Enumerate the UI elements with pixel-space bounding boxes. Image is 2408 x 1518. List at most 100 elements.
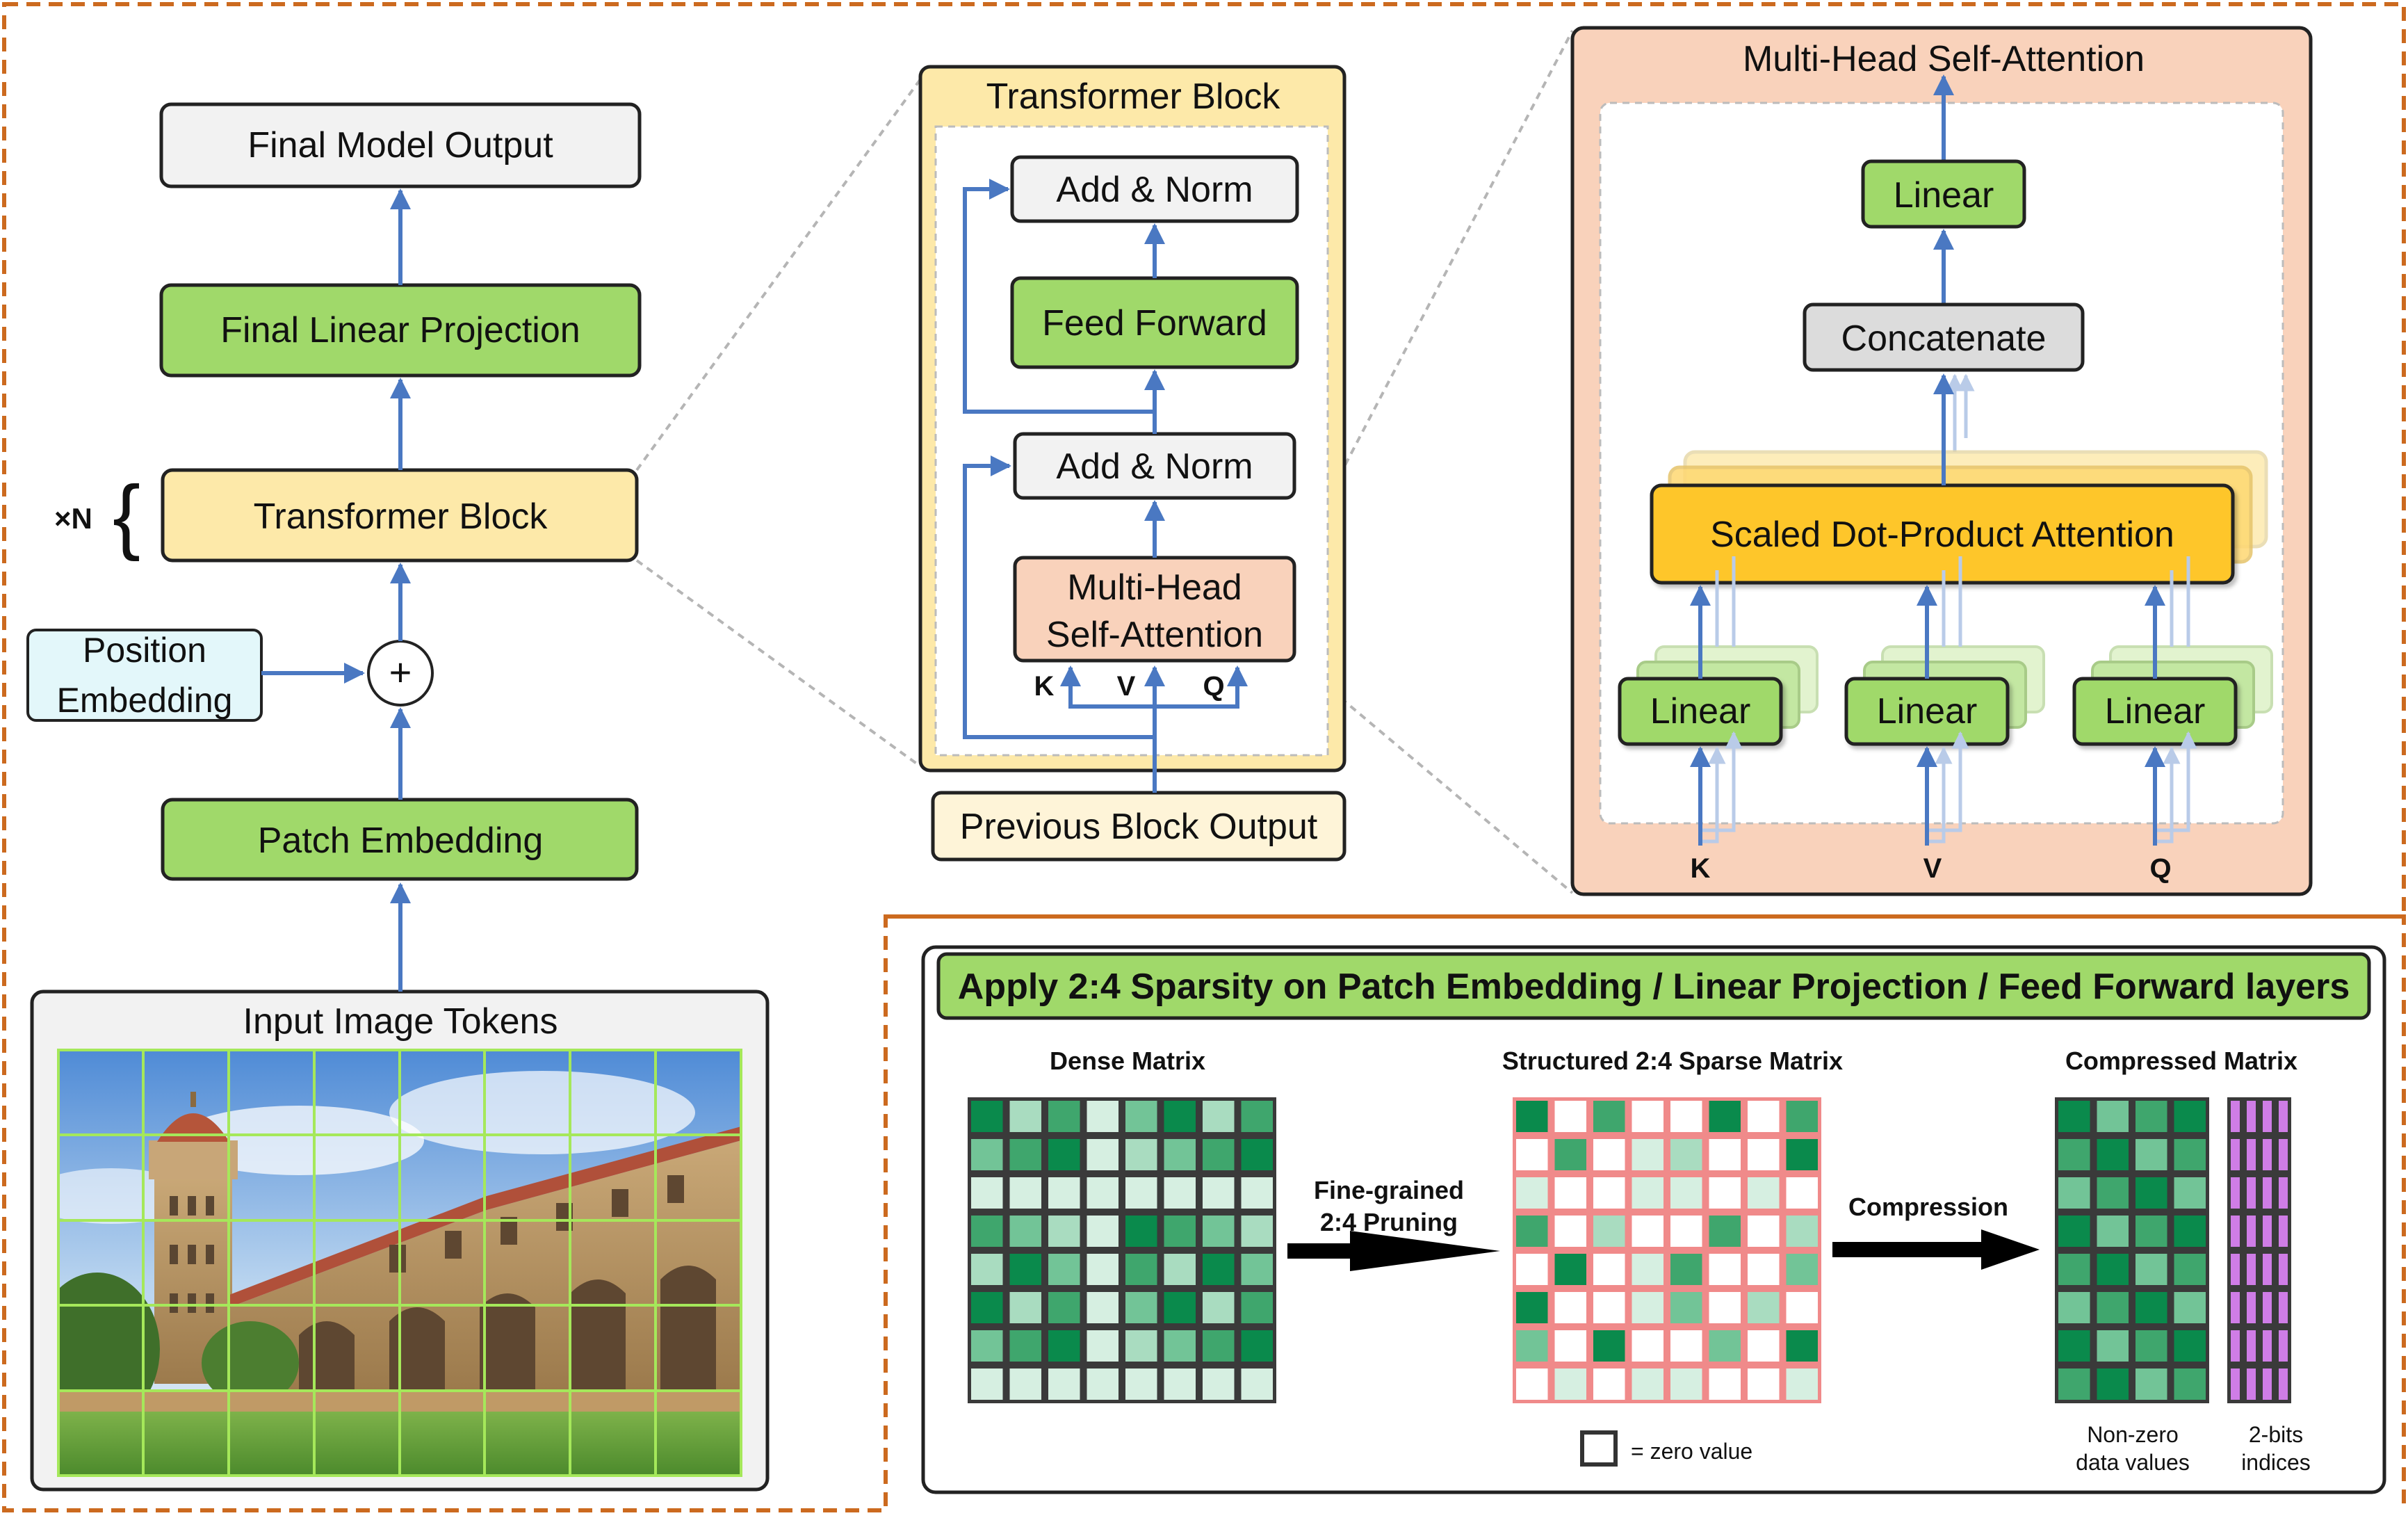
matrix-cell	[1748, 1216, 1780, 1247]
previous-output-box[interactable]	[931, 791, 1347, 862]
sparse-matrix	[1513, 1097, 1821, 1403]
matrix-cell	[1554, 1177, 1586, 1209]
matrix-cell	[1709, 1368, 1741, 1400]
mhsa-line2: Self-Attention	[1046, 615, 1263, 655]
final-output-box[interactable]	[159, 102, 642, 188]
matrix-cell	[1593, 1292, 1625, 1323]
matrix-cell	[2136, 1216, 2167, 1247]
matrix-cell	[1554, 1292, 1586, 1323]
input-tokens-label: Input Image Tokens	[243, 1001, 558, 1042]
matrix-cell	[1670, 1216, 1702, 1247]
matrix-cell	[1593, 1216, 1625, 1247]
matrix-cell	[2231, 1216, 2240, 1247]
compression-label: Compression	[1848, 1193, 2008, 1221]
mhsa-detail: Multi-Head Self-Attention Linear Concate…	[1570, 26, 2313, 896]
matrix-cell	[2279, 1101, 2288, 1132]
compressed-title: Compressed Matrix	[2065, 1047, 2297, 1075]
matrix-cell	[1048, 1292, 1080, 1323]
matrix-cell	[971, 1177, 1003, 1209]
matrix-cell	[2247, 1292, 2256, 1323]
matrix-cell	[1241, 1101, 1273, 1132]
matrix-cell	[1516, 1139, 1548, 1170]
nonzero-line2: data values	[2076, 1450, 2190, 1475]
matrix-cell	[2058, 1254, 2090, 1285]
matrix-cell	[2279, 1216, 2288, 1247]
matrix-cell	[2097, 1101, 2129, 1132]
matrix-cell	[2263, 1216, 2272, 1247]
index-matrix	[2227, 1097, 2291, 1403]
add-norm-top-box[interactable]	[1010, 155, 1299, 223]
compression-arrow	[1832, 1229, 2040, 1270]
zero-legend-label: = zero value	[1631, 1439, 1752, 1464]
matrix-cell	[1709, 1101, 1741, 1132]
matrix-cell	[2058, 1292, 2090, 1323]
matrix-cell	[1203, 1368, 1235, 1400]
matrix-cell	[2247, 1254, 2256, 1285]
matrix-cell	[1125, 1292, 1157, 1323]
matrix-cell	[1009, 1139, 1041, 1170]
matrix-cell	[2174, 1101, 2206, 1132]
matrix-cell	[2174, 1292, 2206, 1323]
matrix-cell	[1554, 1216, 1586, 1247]
matrix-cell	[1009, 1254, 1041, 1285]
matrix-cell	[1593, 1254, 1625, 1285]
matrix-cell	[1709, 1330, 1741, 1362]
matrix-cell	[971, 1254, 1003, 1285]
matrix-cell	[1748, 1292, 1780, 1323]
matrix-cell	[1009, 1101, 1041, 1132]
sdpa-label: Scaled Dot-Product Attention	[1710, 515, 2174, 555]
concatenate-label: Concatenate	[1841, 318, 2047, 359]
matrix-cell	[1203, 1292, 1235, 1323]
matrix-cell	[2097, 1330, 2129, 1362]
mhsa-q-label: Q	[2149, 853, 2171, 884]
matrix-cell	[1748, 1101, 1780, 1132]
matrix-cell	[1048, 1139, 1080, 1170]
patch-embedding-label: Patch Embedding	[258, 821, 544, 861]
mhsa-line1: Multi-Head	[1067, 567, 1242, 608]
matrix-cell	[1632, 1177, 1663, 1209]
matrix-cell	[2231, 1330, 2240, 1362]
matrix-cell	[2136, 1292, 2167, 1323]
matrix-cell	[2174, 1254, 2206, 1285]
matrix-cell	[1748, 1368, 1780, 1400]
matrix-cell	[1164, 1254, 1196, 1285]
matrix-cell	[2247, 1139, 2256, 1170]
matrix-cell	[1709, 1177, 1741, 1209]
matrix-cell	[1709, 1216, 1741, 1247]
matrix-cell	[1554, 1330, 1586, 1362]
matrix-cell	[1164, 1177, 1196, 1209]
matrix-cell	[1009, 1216, 1041, 1247]
linear-head-v: Linear	[1844, 645, 2045, 746]
transformer-block-detail: Transformer Block Add & Norm Feed Forwar…	[918, 65, 1347, 862]
matrix-cell	[2058, 1101, 2090, 1132]
matrix-cell	[2174, 1139, 2206, 1170]
matrix-cell	[1203, 1177, 1235, 1209]
matrix-cell	[2231, 1101, 2240, 1132]
matrix-cell	[1087, 1139, 1118, 1170]
matrix-cell	[2136, 1254, 2167, 1285]
matrix-cell	[1670, 1177, 1702, 1209]
prune-line2: 2:4 Pruning	[1320, 1208, 1458, 1236]
previous-output-label: Previous Block Output	[960, 807, 1318, 847]
matrix-cell	[2279, 1368, 2288, 1400]
indices-line1: 2-bits	[2249, 1422, 2303, 1447]
matrix-cell	[1087, 1330, 1118, 1362]
matrix-cell	[1786, 1216, 1818, 1247]
matrix-cell	[2174, 1216, 2206, 1247]
matrix-cell	[2174, 1368, 2206, 1400]
mhsa-linear-top-box[interactable]	[1861, 159, 2026, 229]
matrix-cell	[1203, 1101, 1235, 1132]
matrix-cell	[2231, 1254, 2240, 1285]
matrix-cell	[1554, 1139, 1586, 1170]
mhsa-k-label: K	[1691, 853, 1711, 884]
matrix-cell	[2231, 1368, 2240, 1400]
matrix-cell	[1009, 1330, 1041, 1362]
matrix-cell	[2136, 1368, 2167, 1400]
matrix-cell	[1048, 1101, 1080, 1132]
matrix-cell	[971, 1330, 1003, 1362]
indices-line2: indices	[2241, 1450, 2311, 1475]
concatenate-box[interactable]	[1803, 302, 2085, 372]
matrix-cell	[1125, 1177, 1157, 1209]
